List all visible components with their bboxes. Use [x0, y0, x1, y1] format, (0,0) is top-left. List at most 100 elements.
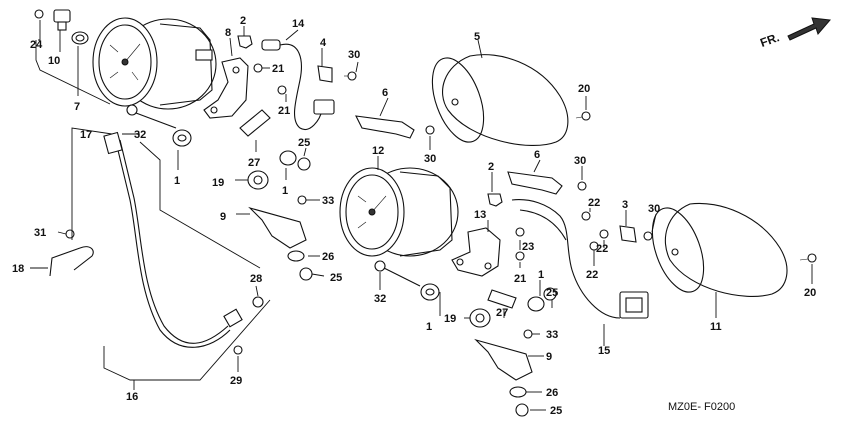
clip-2b [487, 193, 503, 207]
bolt-32 [126, 104, 177, 129]
nut-25d [515, 403, 529, 417]
callout-21c: 21 [514, 273, 526, 285]
washer-26b [509, 386, 527, 398]
callout-21b: 21 [278, 105, 290, 117]
callout-1d: 1 [426, 321, 432, 333]
callout-10: 10 [48, 55, 60, 67]
harness-14 [261, 39, 335, 130]
grommet-1c [420, 283, 440, 301]
callout-8: 8 [225, 27, 231, 39]
callout-4: 4 [320, 37, 327, 49]
stay-9a [248, 206, 307, 249]
screw-31 [65, 229, 75, 239]
arrow-icon [787, 17, 831, 41]
clip-3 [619, 225, 637, 243]
bulb-socket-10 [53, 9, 71, 31]
callout-32a: 32 [134, 129, 146, 141]
callout-1c: 1 [538, 269, 544, 281]
screw-21c [515, 251, 525, 261]
front-direction-indicator: FR. [758, 17, 831, 50]
screw-22a [581, 211, 591, 221]
callout-30a: 30 [348, 49, 360, 61]
callout-25a: 25 [298, 137, 310, 149]
callout-11: 11 [710, 321, 722, 333]
bracket-13 [451, 227, 501, 277]
callout-22b: 22 [596, 243, 608, 255]
screw-20b [799, 253, 817, 263]
screw-33b [523, 329, 533, 339]
callout-29: 29 [230, 375, 242, 387]
screw-30d [643, 231, 653, 241]
grommet-7 [71, 31, 89, 45]
speedometer-left [92, 17, 217, 110]
stay-6b [507, 171, 563, 195]
screw-29 [233, 345, 243, 355]
screw-23 [515, 227, 525, 237]
callout-2b: 2 [488, 161, 494, 173]
callout-2a: 2 [240, 15, 246, 27]
clip-4 [317, 65, 333, 83]
harness-15 [511, 199, 649, 319]
visor-5 [431, 54, 569, 146]
callout-20b: 20 [804, 287, 816, 299]
callout-15: 15 [598, 345, 610, 357]
callout-30c: 30 [574, 155, 586, 167]
callout-30b: 30 [424, 153, 436, 165]
screw-24 [34, 9, 44, 19]
callout-labels: 24 10 7 8 2 21 14 4 30 5 6 20 21 17 32 2… [12, 15, 816, 417]
callout-31: 31 [34, 227, 46, 239]
callout-9a: 9 [220, 211, 226, 223]
cable-16 [103, 131, 243, 348]
rubber-19a [247, 170, 269, 190]
callout-1a: 1 [174, 175, 180, 187]
callout-27a: 27 [248, 157, 260, 169]
callout-26b: 26 [546, 387, 558, 399]
screw-30a [344, 71, 357, 81]
screw-30b [425, 125, 435, 135]
callout-27b: 27 [496, 307, 508, 319]
screw-21b [277, 85, 287, 95]
callout-28: 28 [250, 273, 262, 285]
callout-12: 12 [372, 145, 384, 157]
screw-33a [297, 195, 307, 205]
nut-25c [543, 287, 557, 301]
grommet-1d [527, 296, 545, 312]
callout-24: 24 [30, 39, 43, 51]
grommet-1b [279, 150, 297, 166]
callout-21a: 21 [272, 63, 284, 75]
stay-6a [355, 115, 415, 139]
screw-28 [252, 296, 264, 308]
callout-26a: 26 [322, 251, 334, 263]
callout-32b: 32 [374, 293, 386, 305]
bolt-32b [374, 260, 421, 287]
visor-11 [651, 202, 788, 297]
callout-22c: 22 [586, 269, 598, 281]
fr-label: FR. [758, 30, 781, 50]
diagram-code: MZ0E- F0200 [668, 401, 735, 413]
clamp-18 [49, 246, 94, 277]
callout-9b: 9 [546, 351, 552, 363]
rubber-19b [469, 308, 491, 328]
callout-22a: 22 [588, 197, 600, 209]
callout-7: 7 [74, 101, 80, 113]
callout-16: 16 [126, 391, 138, 403]
collar-27 [239, 109, 271, 137]
callout-17: 17 [80, 129, 92, 141]
callout-18: 18 [12, 263, 24, 275]
screw-21a [253, 63, 263, 73]
screw-20a [575, 111, 591, 121]
callout-23: 23 [522, 241, 534, 253]
callout-13: 13 [474, 209, 486, 221]
grommet-1a [172, 129, 192, 147]
washer-26a [287, 250, 305, 262]
callout-5: 5 [474, 31, 480, 43]
callout-3: 3 [622, 199, 628, 211]
callout-19a: 19 [212, 177, 224, 189]
collar-27b [487, 289, 517, 309]
callout-14: 14 [292, 18, 305, 30]
nut-25a [297, 157, 311, 171]
callout-1b: 1 [282, 185, 288, 197]
bracket-8 [203, 57, 249, 119]
callout-25c: 25 [546, 287, 558, 299]
